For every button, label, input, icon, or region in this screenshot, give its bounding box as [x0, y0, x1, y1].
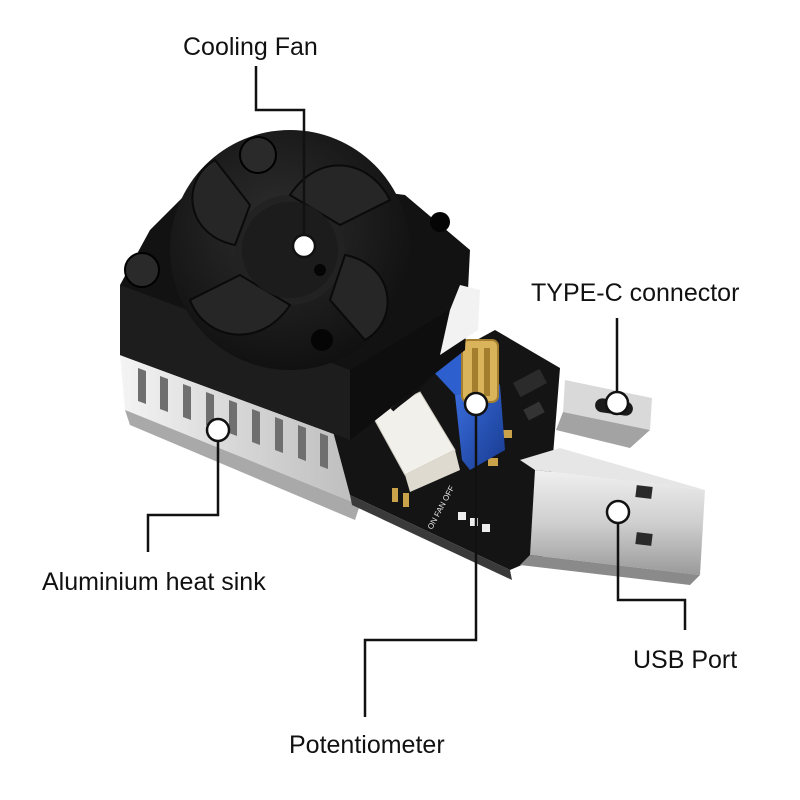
type-c-label: TYPE-C connector [531, 279, 740, 307]
marker-usb-port [605, 499, 631, 525]
heat-sink-label: Aluminium heat sink [42, 568, 266, 596]
leader-line-heat-sink [146, 430, 220, 552]
fan-mount-holes [311, 212, 450, 351]
leader-line-potentiometer [363, 404, 478, 717]
marker-heat-sink [205, 417, 231, 443]
leader-line-usb-port [616, 512, 687, 630]
screw-icon [124, 136, 277, 288]
potentiometer-label: Potentiometer [289, 731, 445, 759]
leader-lines [146, 66, 687, 717]
leader-endpoints [205, 233, 631, 525]
usb-port-label: USB Port [633, 646, 738, 674]
heat-sink [120, 355, 360, 520]
fan-switch-header [458, 512, 490, 532]
cooling-fan [120, 130, 480, 440]
type-c-connector [556, 380, 652, 448]
leader-line-cooling-fan [254, 66, 306, 246]
marker-cooling-fan [291, 233, 317, 259]
marker-potentiometer [463, 391, 489, 417]
cooling-fan-label: Cooling Fan [183, 33, 318, 61]
fan-blades [188, 158, 392, 342]
marker-type-c [604, 390, 630, 416]
heat-sink-fins [138, 368, 328, 469]
